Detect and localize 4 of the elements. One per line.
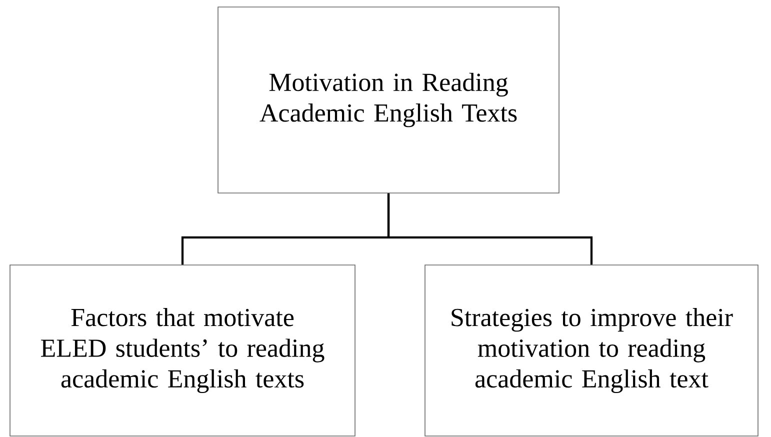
text-box: Motivation in Reading Academic English Texts xyxy=(218,6,560,194)
text-box: Factors that motivate ELED students’ to reading academic English texts xyxy=(10,264,356,436)
connector xyxy=(387,193,593,265)
text-box: Strategies to improve their motivation to reading academic English text xyxy=(424,264,758,436)
